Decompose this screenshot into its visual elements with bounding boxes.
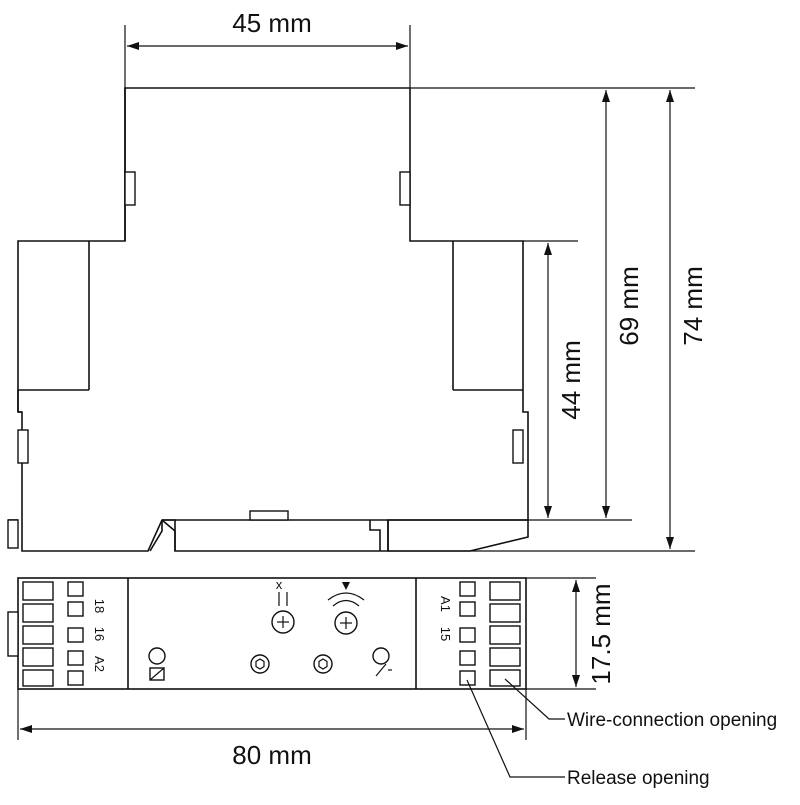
release-opening: [67, 627, 84, 643]
extension-lines: [124, 25, 695, 552]
clip-left-foot: [7, 519, 19, 549]
callout-wire-connection: Wire-connection opening: [567, 710, 777, 731]
front-view: 18 16 A2 x: [7, 577, 527, 690]
release-opening: [67, 650, 84, 666]
dim-length-bottom: 80 mm: [232, 740, 311, 770]
side-view: [7, 87, 529, 552]
release-opening: [459, 627, 476, 643]
clip-left-lower: [17, 429, 29, 464]
wire-opening: [489, 669, 521, 687]
release-opening: [459, 581, 476, 597]
front-clip-left: [7, 611, 19, 657]
release-opening: [459, 601, 476, 617]
hex-nut-icon: [313, 654, 333, 674]
release-opening: [67, 670, 84, 686]
scale-arc: [327, 592, 365, 601]
wire-opening: [489, 647, 521, 667]
wire-opening: [22, 603, 54, 623]
front-dimension-lines: [17, 577, 596, 740]
clip-left-upper: [124, 171, 136, 206]
left-terminal-block: 18 16 A2: [22, 581, 107, 687]
terminal-label-a2: A2: [92, 656, 107, 672]
wire-opening: [22, 581, 54, 601]
wire-opening: [489, 625, 521, 645]
release-opening: [459, 650, 476, 666]
din-foot-left: [161, 519, 176, 551]
led-indicator-icon: [148, 647, 166, 665]
dim-width-top: 45 mm: [232, 8, 311, 38]
din-latch: [249, 510, 289, 521]
dim-height-mid: 69 mm: [614, 266, 644, 345]
dim-height-inner: 44 mm: [556, 340, 586, 419]
din-slope: [388, 520, 529, 552]
dim-depth-bottom: 17.5 mm: [586, 583, 616, 684]
contact-symbol-icon: [375, 663, 387, 677]
right-terminal-block: A1 15: [438, 581, 521, 687]
release-opening: [459, 670, 476, 686]
wire-opening: [22, 625, 54, 645]
wire-opening: [489, 603, 521, 623]
led-indicator-icon: [372, 647, 390, 665]
release-opening: [67, 581, 84, 597]
clip-right-upper: [399, 171, 411, 206]
din-foot-right: [369, 520, 381, 551]
side-view-outline: [17, 87, 529, 552]
dimension-lines: [127, 42, 674, 549]
release-opening: [67, 601, 84, 617]
clip-right-lower: [512, 429, 524, 464]
terminal-label-18: 18: [92, 599, 107, 613]
wire-opening: [22, 647, 54, 667]
wire-opening: [489, 581, 521, 601]
control-panel: x: [148, 577, 392, 681]
callout-release: Release opening: [567, 768, 710, 789]
callout-leader-wire: [504, 678, 565, 720]
callout-leader-release: [466, 679, 565, 778]
callouts: [466, 678, 565, 778]
pot-scale-mark: x: [276, 577, 283, 592]
dim-height-outer: 74 mm: [678, 266, 708, 345]
terminal-label-16: 16: [92, 627, 107, 641]
hex-nut-icon: [250, 654, 270, 674]
terminal-label-15: 15: [438, 627, 453, 641]
pointer-icon: [342, 582, 350, 590]
wire-opening: [22, 669, 54, 687]
terminal-label-a1: A1: [438, 596, 453, 612]
